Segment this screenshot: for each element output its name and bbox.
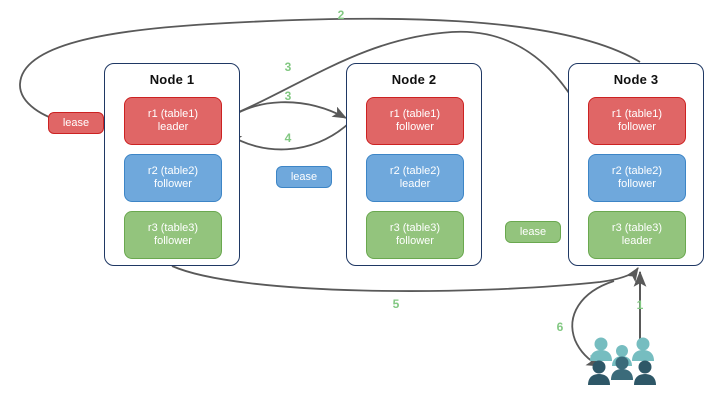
lease-chip-red[interactable]: lease [48, 112, 104, 134]
lease-label: lease [62, 117, 90, 129]
step-label-1: 1 [636, 298, 644, 312]
replica-name: r1 (table1) [389, 108, 441, 120]
step-label-3a: 3 [284, 60, 292, 74]
replica-role: follower [618, 121, 656, 133]
replica-r3[interactable]: r3 (table3) leader [588, 211, 686, 259]
lease-chip-green[interactable]: lease [505, 221, 561, 243]
node-card-3[interactable]: Node 3 r1 (table1) follower r2 (table2) … [568, 63, 704, 266]
replica-name: r3 (table3) [611, 222, 663, 234]
node-card-1[interactable]: Node 1 r1 (table1) leader r2 (table2) fo… [104, 63, 240, 266]
replica-role: follower [154, 235, 192, 247]
replica-name: r3 (table3) [147, 222, 199, 234]
replica-name: r2 (table2) [389, 165, 441, 177]
node-title: Node 2 [391, 72, 437, 87]
replica-r1[interactable]: r1 (table1) follower [366, 97, 464, 145]
replica-name: r1 (table1) [611, 108, 663, 120]
lease-label: lease [290, 171, 318, 183]
replica-role: follower [396, 235, 434, 247]
replica-name: r3 (table3) [389, 222, 441, 234]
node-title: Node 1 [149, 72, 195, 87]
replica-role: leader [157, 121, 189, 133]
lease-label: lease [519, 226, 547, 238]
replica-r1[interactable]: r1 (table1) leader [124, 97, 222, 145]
replica-r2[interactable]: r2 (table2) follower [124, 154, 222, 202]
node-card-2[interactable]: Node 2 r1 (table1) follower r2 (table2) … [346, 63, 482, 266]
arrow-step-5 [171, 265, 639, 292]
replica-r1[interactable]: r1 (table1) follower [588, 97, 686, 145]
lease-chip-blue[interactable]: lease [276, 166, 332, 188]
replica-name: r1 (table1) [147, 108, 199, 120]
replica-role: leader [621, 235, 653, 247]
step-label-5: 5 [392, 297, 400, 311]
step-label-3b: 3 [284, 89, 292, 103]
step-label-4: 4 [284, 131, 292, 145]
node-title: Node 3 [613, 72, 659, 87]
replica-r2[interactable]: r2 (table2) follower [588, 154, 686, 202]
replica-r2[interactable]: r2 (table2) leader [366, 154, 464, 202]
replica-role: leader [399, 178, 431, 190]
replica-role: follower [618, 178, 656, 190]
replica-r3[interactable]: r3 (table3) follower [124, 211, 222, 259]
replica-name: r2 (table2) [611, 165, 663, 177]
replica-r3[interactable]: r3 (table3) follower [366, 211, 464, 259]
replica-name: r2 (table2) [147, 165, 199, 177]
step-label-2: 2 [337, 8, 345, 22]
replica-role: follower [396, 121, 434, 133]
step-label-6: 6 [556, 320, 564, 334]
replica-role: follower [154, 178, 192, 190]
people-icon [588, 337, 656, 385]
